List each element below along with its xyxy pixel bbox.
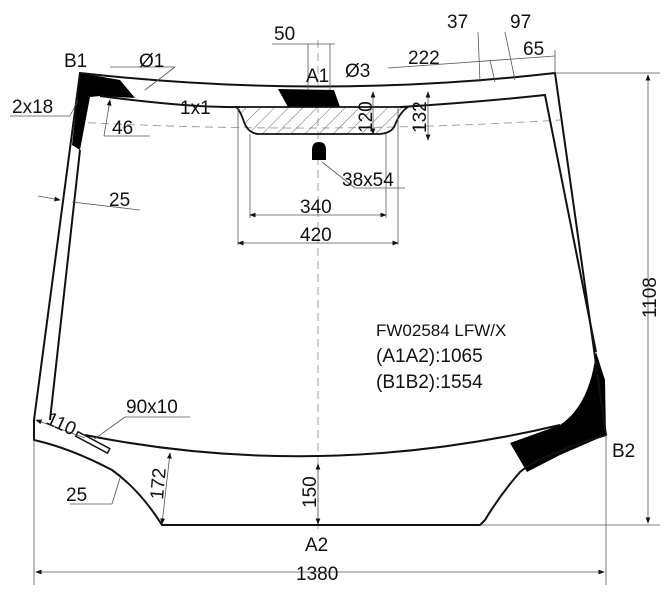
- label-b2: B2: [612, 441, 635, 462]
- dim-phi1: Ø1: [139, 51, 164, 72]
- print-corner-b1: [72, 73, 135, 150]
- sensor-area: [233, 106, 412, 135]
- dim-46: 46: [112, 118, 133, 139]
- dim-37: 37: [447, 12, 468, 33]
- dim-25-top: 25: [109, 190, 130, 211]
- dim-38x54: 38x54: [342, 170, 394, 191]
- dim-25-bottom: 25: [66, 485, 87, 506]
- part-code: FW02584 LFW/X: [376, 321, 506, 340]
- dim-50: 50: [274, 24, 295, 45]
- part-a1a2: (A1A2):1065: [376, 346, 483, 367]
- camera-mark: [312, 142, 326, 160]
- dim-phi3: Ø3: [345, 61, 370, 82]
- dimension-lines: [10, 31, 660, 585]
- print-inner-edge-top: [399, 93, 597, 353]
- slot-90x10: [74, 430, 111, 455]
- print-inner-edge-left: [49, 149, 81, 421]
- dim-420: 420: [300, 225, 332, 246]
- dim-150: 150: [300, 476, 321, 508]
- dim-1x1: 1x1: [180, 98, 211, 119]
- dim-132: 132: [410, 101, 431, 133]
- dim-110: 110: [43, 408, 79, 440]
- label-a2: A2: [305, 535, 328, 556]
- glass-outline: [33, 71, 608, 526]
- dim-120: 120: [356, 101, 377, 133]
- print-inner-edge-bottom: [84, 424, 561, 458]
- label-b1: B1: [64, 51, 87, 72]
- print-limit-dashed: [74, 119, 561, 129]
- dim-222: 222: [408, 48, 440, 69]
- dim-340: 340: [300, 197, 332, 218]
- dim-172: 172: [147, 467, 171, 500]
- dim-65: 65: [523, 39, 544, 60]
- dim-1380: 1380: [296, 564, 338, 585]
- print-inner-edge: [99, 95, 241, 109]
- dim-1108: 1108: [640, 277, 661, 318]
- part-b1b2: (B1B2):1554: [376, 372, 483, 393]
- dim-90x10: 90x10: [126, 397, 178, 418]
- dim-97: 97: [510, 12, 531, 33]
- dim-2x18: 2x18: [12, 97, 53, 118]
- print-b2-corner: [510, 352, 606, 472]
- print-a1-band: [278, 89, 340, 107]
- label-a1: A1: [306, 66, 329, 87]
